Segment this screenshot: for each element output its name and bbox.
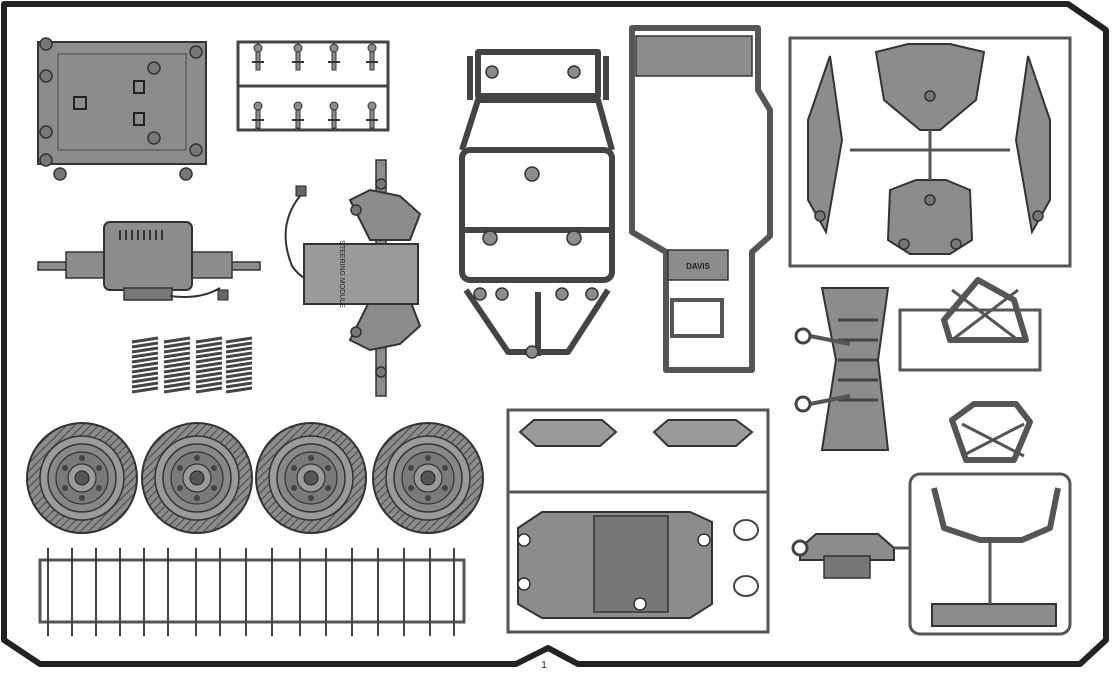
chassis-frame: DAVIS [629, 25, 773, 373]
steering-module-label: STEERING MODULE [338, 240, 345, 308]
pin-sprue [236, 40, 390, 132]
chassis-brand-label: DAVIS [686, 262, 711, 271]
wing-sprue [794, 277, 1042, 463]
shock-sprue [38, 548, 466, 636]
page-number: 1 [541, 660, 547, 671]
rear-axle [37, 221, 261, 301]
wheels [26, 422, 484, 534]
body-panel-sprue [788, 36, 1072, 268]
roll-cage [459, 49, 615, 359]
battery-tray [37, 37, 207, 181]
bumper-sprue [791, 472, 1072, 636]
steering-module: STEERING MODULE [284, 159, 422, 397]
light-and-cockpit-sprue [506, 408, 770, 634]
coil-springs [130, 336, 254, 394]
